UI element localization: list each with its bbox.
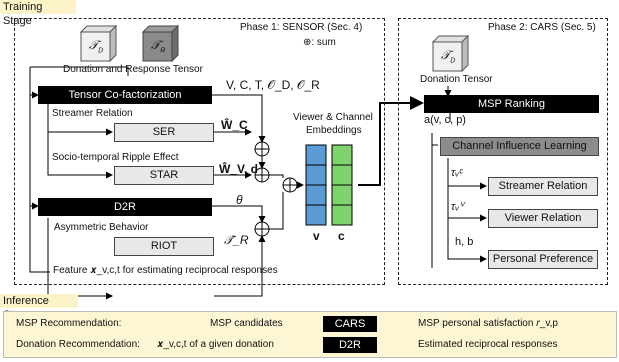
phase2-title: Phase 2: CARS (Sec. 5) <box>488 22 596 33</box>
donation-input-label: 𝒙_v,c,t of a given donation <box>157 339 274 350</box>
ser-box: SER <box>114 123 214 142</box>
asymmetric-behavior-label: Asymmetric Behavior <box>54 222 149 233</box>
tau-c-label: τᵥᶜ <box>451 167 463 179</box>
response-tensor-symbol: 𝒯R <box>151 38 166 55</box>
msp-recommendation-label: MSP Recommendation: <box>16 318 122 329</box>
phase1-panel <box>14 18 385 285</box>
ripple-effect-label: Socio-temporal Ripple Effect <box>52 152 179 163</box>
msp-ranking-box: MSP Ranking <box>424 95 599 113</box>
cofactor-outputs: V, C, T, 𝒪_D, 𝒪_R <box>226 78 320 92</box>
tensor-caption: Donation and Response Tensor <box>63 64 203 75</box>
tensor-cofactorization-box: Tensor Co-factorization <box>38 86 212 104</box>
donation-tensor-symbol: 𝒯D <box>89 38 104 55</box>
sum-node-3 <box>282 177 298 193</box>
phase2-donation-cube <box>431 34 470 73</box>
ser-output: Ŵ_C <box>221 118 248 132</box>
inference-d2r-box: D2R <box>323 337 377 353</box>
sum-legend: ⊕: sum <box>303 37 336 48</box>
embedding-c-label: c <box>338 229 345 243</box>
channel-embedding <box>331 144 353 226</box>
embeddings-title-2: Embeddings <box>306 125 362 136</box>
msp-satisfaction-label: MSP personal satisfaction 𝑟_v,p <box>418 318 558 329</box>
msp-candidates-label: MSP candidates <box>210 318 283 329</box>
hb-label: h, b <box>455 236 474 248</box>
cars-box: CARS <box>323 316 377 332</box>
embedding-v-label: v <box>313 229 320 243</box>
d2r-box: D2R <box>38 198 212 216</box>
theta-label: θ <box>236 193 243 207</box>
star-box: STAR <box>114 166 214 185</box>
sum-node-2 <box>254 167 270 183</box>
riot-box: RIOT <box>114 237 214 256</box>
a-function-label: a(v, c, p) <box>424 114 466 126</box>
training-stage-label: Training Stage <box>0 0 76 27</box>
inference-stage-label: Inference Stage <box>0 294 78 321</box>
riot-output: 𝒯̂_R <box>224 233 249 247</box>
streamer-relation-label: Streamer Relation <box>52 108 133 119</box>
embeddings-title-1: Viewer & Channel <box>293 112 373 123</box>
phase2-streamer-relation-box: Streamer Relation <box>488 177 598 196</box>
personal-preference-box: Personal Preference <box>488 250 598 269</box>
phase2-panel <box>398 18 608 285</box>
inference-panel <box>3 311 617 358</box>
reciprocal-responses-label: Estimated reciprocal responses <box>418 339 558 350</box>
donation-tensor-cube <box>79 24 118 63</box>
phase1-title: Phase 1: SENSOR (Sec. 4) <box>240 22 363 33</box>
viewer-embedding <box>305 144 327 226</box>
star-output: Ŵ_V, d <box>219 162 258 176</box>
donation-recommendation-label: Donation Recommendation: <box>16 339 140 350</box>
phase2-tensor-caption: Donation Tensor <box>420 74 493 85</box>
feature-caption: Feature 𝒙_v,c,t for estimating reciproca… <box>53 265 278 276</box>
viewer-relation-box: Viewer Relation <box>488 209 598 228</box>
tau-v-label: τᵥⱽ <box>451 201 464 213</box>
channel-influence-learning-box: Channel Influence Learning <box>440 137 599 156</box>
phase2-tensor-symbol: 𝒯D <box>441 48 456 65</box>
response-tensor-cube <box>141 24 180 63</box>
